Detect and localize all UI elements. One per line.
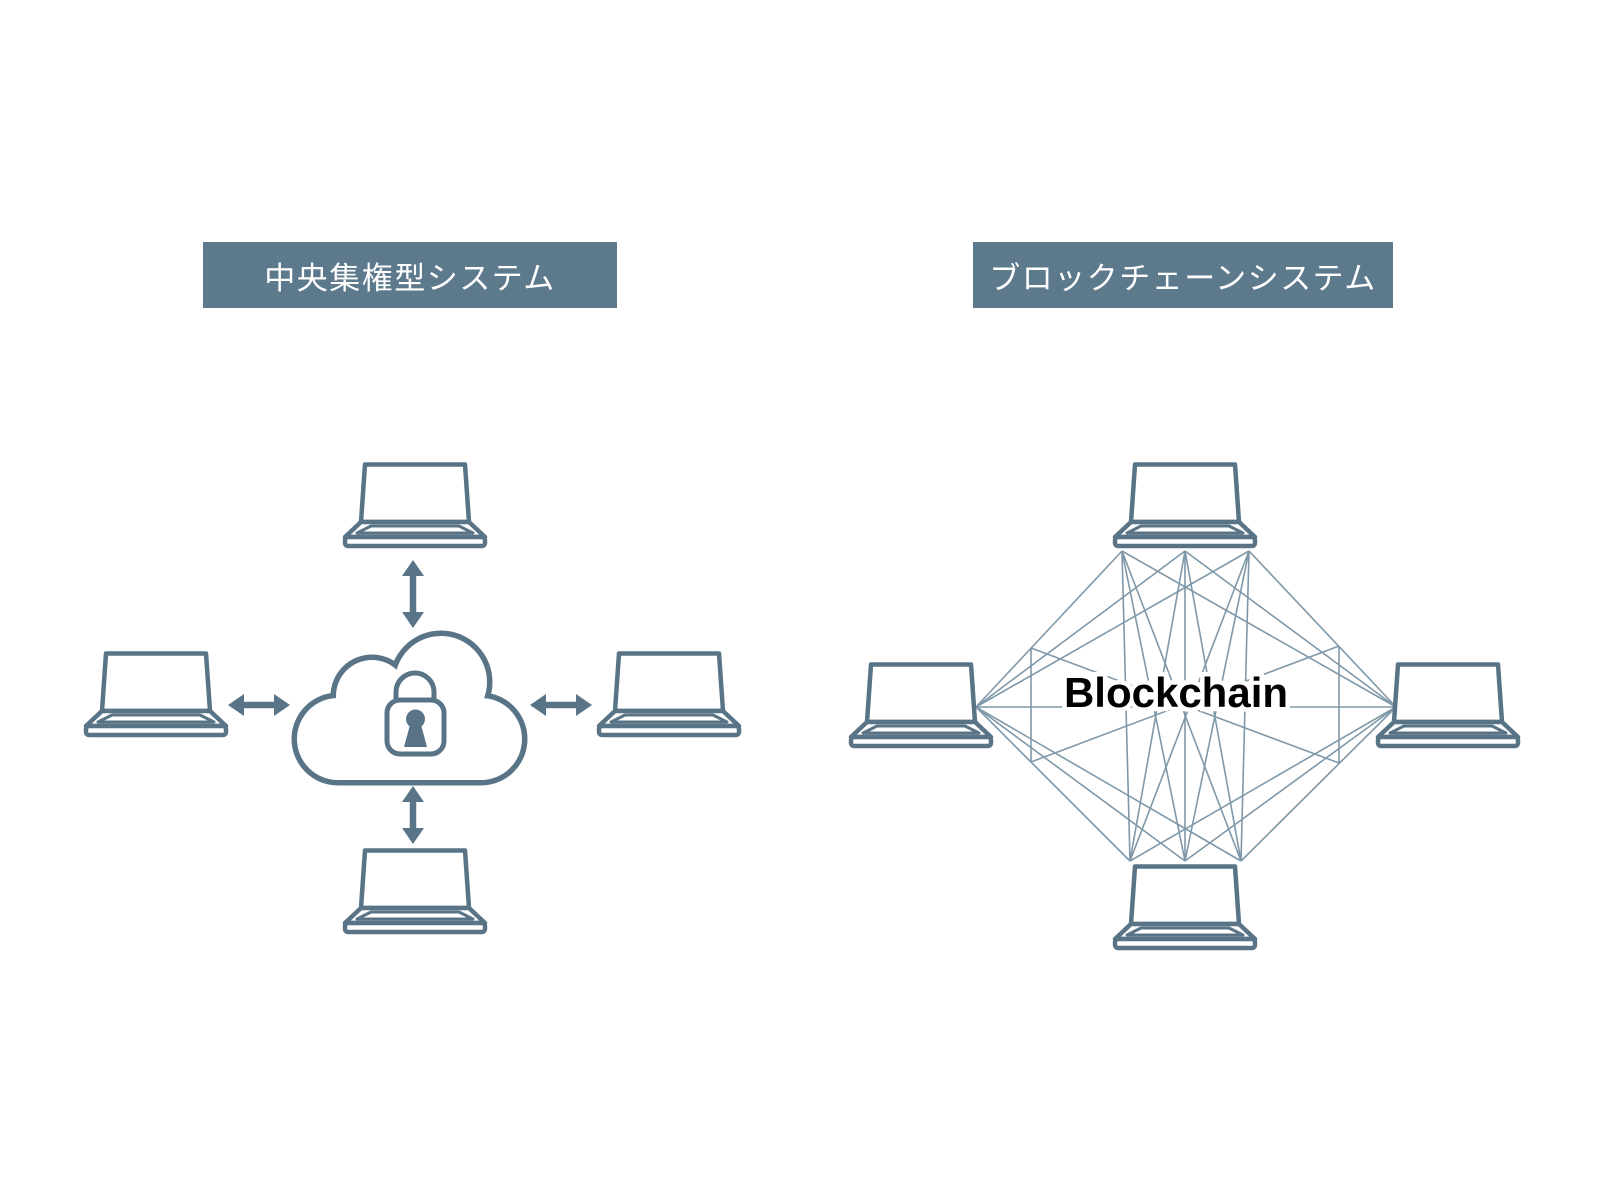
laptop-icon-left_diagram-bottom: [345, 851, 485, 933]
laptop-icon-right_diagram-top: [1115, 465, 1255, 547]
double-arrow-right: [530, 694, 592, 716]
mesh-line-E-SL: [1129, 706, 1397, 862]
laptop-icon-left_diagram-top: [345, 465, 485, 547]
laptop-icon-right_diagram-bottom: [1115, 867, 1255, 949]
blockchain-label: Blockchain: [1064, 669, 1288, 716]
arrow-head: [274, 694, 290, 716]
laptop-icon-left_diagram-right: [599, 654, 739, 736]
mesh-line-E-SR: [1240, 706, 1397, 862]
mesh-line-W-NR: [975, 550, 1250, 708]
mesh-line-W-SL: [975, 706, 1131, 862]
mesh-line-W-SR: [975, 706, 1242, 862]
laptop-icon-left_diagram-left: [86, 654, 226, 736]
mesh-line-W-NC: [975, 550, 1186, 708]
arrow-head: [228, 694, 244, 716]
arrow-head: [530, 694, 546, 716]
mesh-line-NC-SR: [1184, 550, 1242, 862]
mesh-network: [975, 550, 1397, 862]
mesh-line-NR-SC: [1184, 550, 1250, 862]
double-arrow-top: [402, 560, 424, 628]
mesh-line-W-NL: [975, 550, 1123, 708]
mesh-line-NR-SL: [1129, 550, 1250, 862]
mesh-line-E-NR: [1248, 550, 1397, 708]
mesh-line-NL-SC: [1121, 550, 1186, 862]
mesh-line-NC-SL: [1129, 550, 1186, 862]
arrow-head: [402, 560, 424, 576]
arrow-head: [402, 828, 424, 844]
laptop-icon-right_diagram-left: [851, 665, 991, 747]
double-arrow-left: [228, 694, 290, 716]
arrow-head: [402, 786, 424, 802]
mesh-line-NE-SW: [1030, 645, 1340, 763]
mesh-line-W-SC: [975, 706, 1186, 862]
mesh-line-E-NL: [1121, 550, 1397, 708]
arrow-head: [576, 694, 592, 716]
mesh-line-E-SC: [1184, 706, 1397, 862]
mesh-line-E-NC: [1184, 550, 1397, 708]
mesh-line-NR-SR: [1240, 550, 1250, 862]
blockchain-system-title-banner: ブロックチェーンシステム: [973, 242, 1393, 308]
lock-icon: [384, 670, 447, 757]
mesh-line-NL-SL: [1121, 550, 1131, 862]
laptop-icon-right_diagram-right: [1378, 665, 1518, 747]
centralized-system-title-banner: 中央集権型システム: [203, 242, 617, 308]
hub-arrows: [228, 560, 592, 844]
arrow-head: [402, 612, 424, 628]
double-arrow-bottom: [402, 786, 424, 844]
mesh-line-NW-SE: [1030, 647, 1340, 764]
